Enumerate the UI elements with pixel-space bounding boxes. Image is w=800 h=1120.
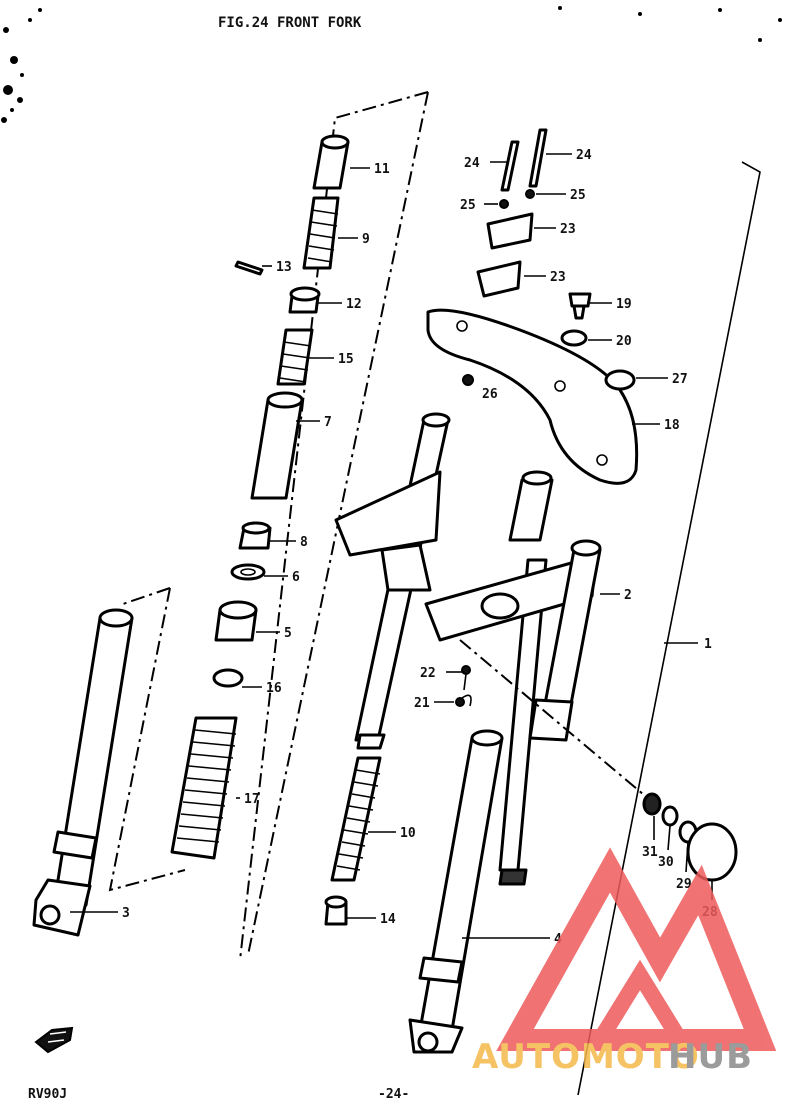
callout-6: 6 [292,570,300,585]
callout-25-left: 25 [460,198,476,213]
fork-leg-right [408,729,504,1054]
callout-27: 27 [672,372,688,387]
callout-17: 17 [244,792,260,807]
bolt-19 [568,292,592,320]
callout-7: 7 [324,415,332,430]
callout-24-left: 24 [464,156,480,171]
callout-23-upper: 23 [560,222,576,237]
leader-lines [70,153,713,939]
spacer-11 [312,134,350,190]
callout-20: 20 [616,334,632,349]
callout-25-right: 25 [570,188,586,203]
callout-23-lower: 23 [550,270,566,285]
ring-16 [212,668,244,688]
callout-8: 8 [300,535,308,550]
callout-5: 5 [284,626,292,641]
nut-20 [560,329,588,347]
assembly-bracket [577,161,761,1096]
callout-26: 26 [482,387,498,402]
callout-13: 13 [276,260,292,275]
spring-9 [302,196,340,270]
pin-13 [234,260,264,276]
spring-10 [330,756,382,882]
cap-12 [288,286,321,314]
boot-17 [170,716,238,860]
tube-7 [250,391,304,500]
seal-5 [214,600,258,642]
callout-29: 29 [676,877,692,892]
callout-24-right: 24 [576,148,592,163]
callout-2: 2 [624,588,632,603]
callout-3: 3 [122,906,130,921]
seal-8 [238,521,272,550]
callout-18: 18 [664,418,680,433]
washer-30 [661,805,679,827]
watermark-brand-b: HUB [668,1037,753,1077]
callout-19: 19 [616,297,632,312]
bolt-24-left [500,140,520,192]
callout-22: 22 [420,666,436,681]
callout-31: 31 [642,845,658,860]
callout-14: 14 [380,912,396,927]
callout-9: 9 [362,232,370,247]
model-code: RV90J [28,1087,67,1102]
callout-labels: 1 2 3 4 5 6 7 8 9 10 11 12 13 14 15 16 1… [122,148,718,947]
bolt-24-right [528,128,548,188]
callout-12: 12 [346,297,362,312]
page-title: FIG.24 FRONT FORK [218,15,362,31]
page-number: -24- [378,1087,409,1102]
callout-4: 4 [554,932,562,947]
washer-21 [455,694,472,707]
callout-1: 1 [704,637,712,652]
watermark-brand-a: AUTOMOTO [472,1037,700,1077]
callout-15: 15 [338,352,354,367]
spring-15 [276,328,314,386]
cover-28 [686,822,738,882]
callout-11: 11 [374,162,390,177]
holder-23-upper [486,212,534,250]
bracket-18 [426,308,639,485]
nut-31 [642,792,662,816]
bolt-14 [324,895,348,926]
left-parts-outline [108,587,186,892]
washer-25-right [525,189,535,199]
callout-16: 16 [266,681,282,696]
front-direction-arrow-icon [34,1026,74,1054]
callout-10: 10 [400,826,416,841]
washer-25-left [499,199,509,209]
bolt-22 [461,665,471,691]
callout-21: 21 [414,696,430,711]
washer-27 [604,369,636,391]
automotohub-logo-icon [496,847,777,1051]
washer-6 [230,563,266,581]
nut-26 [462,374,474,386]
callout-30: 30 [658,855,674,870]
scan-noise [1,6,782,123]
holder-23-lower [476,260,522,298]
fork-leg-left [32,608,134,937]
fork-assembly-center [334,412,602,886]
automotohub-watermark: AUTOMOTO HUB [472,847,777,1077]
